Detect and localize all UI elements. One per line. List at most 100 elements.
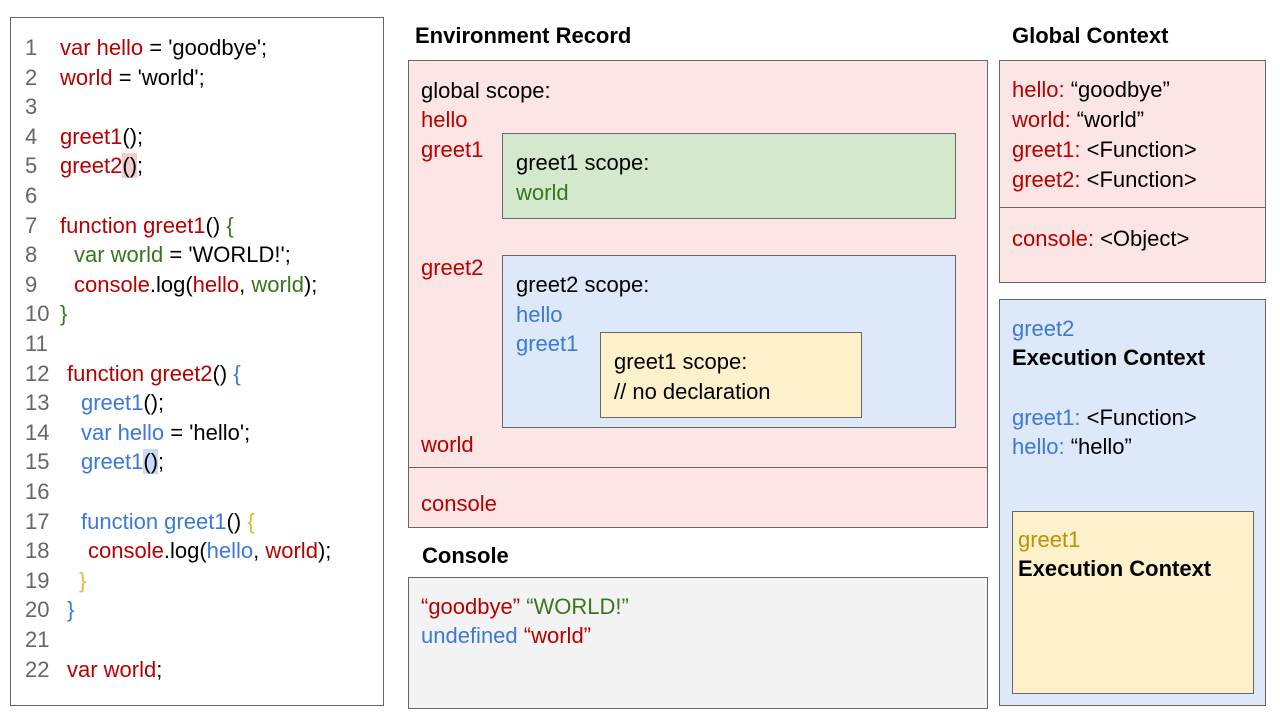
console-output: “goodbye”: [421, 594, 521, 619]
code-line: }: [67, 597, 74, 623]
global-console-entry: console: <Object>: [1012, 226, 1190, 251]
greet1-scope-title: greet1 scope:: [516, 150, 650, 175]
line-number: 8: [25, 242, 38, 268]
line-number: 6: [25, 183, 38, 208]
greet1-context-label: Execution Context: [1018, 556, 1212, 581]
line-number: 13: [25, 390, 50, 416]
greet2-context-label: Execution Context: [1012, 345, 1206, 370]
code-token: ;: [156, 656, 163, 682]
code-token: greet1: [81, 449, 144, 475]
code-token: ();: [143, 390, 165, 416]
code-token: );: [317, 538, 332, 564]
code-token: = 'hello';: [164, 419, 251, 445]
inner-greet1-scope-note: // no declaration: [614, 379, 771, 404]
code-token: }: [67, 597, 75, 623]
greet1-scope-box: [502, 133, 956, 219]
greet2-context-name: greet2: [1012, 316, 1075, 341]
code-token: greet2: [60, 153, 123, 179]
code-token: var world: [67, 656, 157, 682]
code-line: greet1();: [81, 449, 164, 475]
inner-greet1-scope-title: greet1 scope:: [614, 349, 748, 374]
code-token: ;: [158, 449, 165, 475]
code-token: ();: [122, 123, 144, 149]
env-greet1: greet1: [421, 137, 484, 162]
code-token: (): [143, 449, 159, 475]
greet1-context-name: greet1: [1018, 527, 1081, 552]
code-token: var world: [74, 242, 164, 268]
global-entry: hello: “goodbye”: [1012, 77, 1170, 102]
line-number: 7: [25, 212, 38, 238]
code-token: .log(: [149, 271, 193, 297]
console-output: “WORLD!”: [526, 594, 629, 619]
code-line: var hello = 'hello';: [81, 420, 250, 446]
env-hello: hello: [421, 107, 468, 132]
code-token: {: [233, 360, 241, 386]
code-token: );: [303, 271, 318, 297]
greet1-scope-world: world: [516, 180, 569, 205]
code-line: world = 'world';: [60, 65, 205, 91]
code-token: }: [60, 301, 68, 327]
code-token: function greet2: [67, 360, 213, 386]
line-number: 20: [25, 597, 50, 623]
global-scope-label: global scope:: [421, 78, 551, 103]
env-greet2: greet2: [421, 255, 484, 280]
code-token: {: [247, 508, 255, 534]
code-token: console: [88, 538, 164, 564]
line-number: 17: [25, 508, 50, 534]
code-token: world: [60, 64, 113, 90]
code-line: greet1();: [60, 124, 143, 150]
code-token: ;: [137, 153, 144, 179]
line-number: 16: [25, 479, 50, 504]
code-line: greet2();: [60, 153, 143, 179]
code-token: var hello: [60, 35, 144, 60]
inner-greet1-scope-box: [600, 332, 862, 418]
env-console: console: [421, 491, 497, 516]
code-token: {: [226, 212, 234, 238]
code-token: (): [122, 153, 138, 179]
line-number: 4: [25, 123, 38, 149]
code-token: hello: [192, 271, 240, 297]
console-line-2: undefined “world”: [421, 623, 591, 649]
code-line: function greet2() {: [67, 361, 241, 387]
code-line: var world = 'WORLD!';: [74, 242, 291, 268]
line-number: 1: [25, 35, 38, 60]
code-token: = 'WORLD!';: [163, 242, 291, 268]
console-title: Console: [422, 543, 509, 568]
code-token: function greet1: [60, 212, 206, 238]
code-line: console.log(hello, world);: [88, 538, 331, 564]
code-token: world: [265, 538, 318, 564]
code-token: world: [251, 271, 304, 297]
code-line: }: [79, 568, 86, 594]
code-token: .log(: [163, 538, 207, 564]
greet1-execution-context-box: [1012, 511, 1254, 694]
code-token: function greet1: [81, 508, 227, 534]
code-line: var hello = 'goodbye';: [60, 35, 267, 61]
code-line: function greet1() {: [81, 509, 255, 535]
code-token: (): [212, 360, 234, 386]
global-entry: world: “world”: [1012, 107, 1145, 132]
line-number: 9: [25, 271, 38, 297]
line-number: 19: [25, 567, 50, 593]
greet2-scope-greet1: greet1: [516, 331, 579, 356]
code-token: console: [74, 271, 150, 297]
code-token: ,: [253, 538, 266, 564]
code-token: }: [79, 567, 87, 593]
line-number: 11: [25, 331, 48, 356]
code-token: greet1: [60, 123, 123, 149]
line-number: 5: [25, 153, 38, 179]
greet2-scope-title: greet2 scope:: [516, 272, 650, 297]
global-entry: greet1: <Function>: [1012, 137, 1197, 162]
code-line: console.log(hello, world);: [74, 272, 317, 298]
line-number: 3: [25, 94, 38, 120]
code-line: var world;: [67, 657, 162, 683]
code-token: hello: [206, 538, 254, 564]
console-output: “world”: [523, 623, 592, 648]
code-token: (): [205, 212, 227, 238]
global-context-title: Global Context: [1012, 23, 1169, 48]
code-line: greet1();: [81, 390, 164, 416]
env-world: world: [421, 432, 474, 457]
code-line: function greet1() {: [60, 213, 234, 239]
code-token: greet1: [81, 390, 144, 416]
line-number: 22: [25, 656, 50, 682]
